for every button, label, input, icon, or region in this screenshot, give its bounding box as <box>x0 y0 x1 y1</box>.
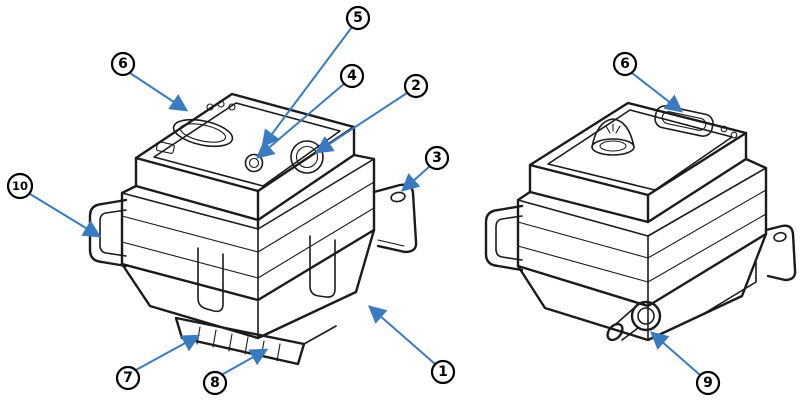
callout-2: 2 <box>314 73 429 154</box>
vent-dot <box>217 100 225 108</box>
right-lid <box>528 101 748 224</box>
display-window <box>654 105 714 137</box>
callout-number: 7 <box>123 370 133 386</box>
callout-4: 4 <box>255 63 365 159</box>
left-body <box>120 153 376 340</box>
callout-bubble <box>403 73 429 99</box>
callout-bubble <box>339 63 365 89</box>
side-bracket-step <box>699 261 757 317</box>
callout-6-left: 6 <box>110 51 189 112</box>
vent-dot <box>720 125 728 133</box>
callout-number: 6 <box>620 56 630 72</box>
callout-number: 2 <box>411 78 421 94</box>
front-clamp-tab <box>309 235 336 298</box>
callout-7: 7 <box>115 334 201 391</box>
callout-number: 10 <box>12 179 28 193</box>
callout-bubble <box>110 51 136 77</box>
vent-dot <box>228 103 236 111</box>
callout-1: 1 <box>367 305 456 385</box>
indicator-ring <box>290 140 324 174</box>
callout-number: 1 <box>438 364 448 380</box>
left-lid <box>134 92 356 222</box>
display-window <box>172 118 234 148</box>
callout-bubble <box>202 370 228 396</box>
ear-hole <box>390 191 406 203</box>
callout-number: 3 <box>432 150 442 166</box>
callout-number: 6 <box>118 56 128 72</box>
right-ear-right <box>764 224 797 282</box>
callouts: 5 4 2 6 3 10 <box>6 5 721 396</box>
right-control-panel <box>547 105 738 191</box>
callout-bubble <box>424 145 450 171</box>
left-control-panel <box>153 100 341 187</box>
left-bottom-bracket <box>174 316 337 366</box>
callout-bubble <box>612 51 638 77</box>
callout-bubble <box>430 359 456 385</box>
callout-bubble <box>115 365 141 391</box>
cable-gland <box>606 300 662 342</box>
callout-number: 4 <box>347 68 357 84</box>
right-actuator-drawing <box>484 101 797 342</box>
vent-dot <box>206 103 214 111</box>
push-button <box>244 153 264 173</box>
callout-10: 10 <box>6 172 102 238</box>
callout-bubble <box>345 5 371 31</box>
ear-hole <box>773 231 787 243</box>
callout-bubble <box>695 370 721 396</box>
front-clamp-tab <box>197 247 224 313</box>
callout-3: 3 <box>400 145 450 192</box>
callout-number: 9 <box>703 375 713 391</box>
left-actuator-drawing <box>88 92 418 366</box>
callout-9: 9 <box>649 331 721 396</box>
callout-8: 8 <box>202 348 269 396</box>
label-plate <box>155 141 175 154</box>
vent-dot <box>730 131 738 139</box>
callout-bubble <box>6 172 34 200</box>
callout-number: 5 <box>353 10 363 26</box>
right-ear-left <box>484 204 524 272</box>
callout-number: 8 <box>210 375 220 391</box>
callout-5: 5 <box>261 5 371 149</box>
left-ear-right <box>372 183 418 254</box>
callout-6-right: 6 <box>612 51 684 113</box>
